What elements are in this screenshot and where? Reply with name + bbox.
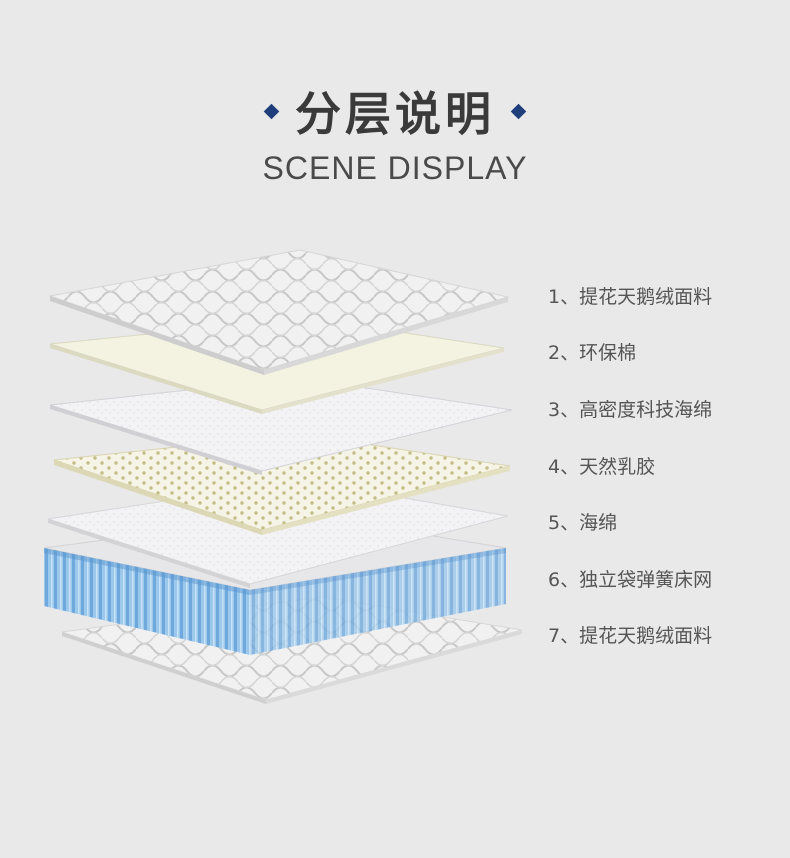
layer-1-top-fabric — [48, 249, 510, 375]
layer-label-4: 4、天然乳胶 — [548, 456, 656, 478]
layer-label-6: 6、独立袋弹簧床网 — [548, 569, 713, 591]
layer-label-5: 5、海绵 — [548, 512, 618, 534]
layer-label-1: 1、提花天鹅绒面料 — [548, 286, 713, 308]
page-subtitle: SCENE DISPLAY — [262, 150, 528, 186]
title-row: 分层说明 — [0, 78, 790, 144]
layer-label-2: 2、环保棉 — [548, 342, 637, 364]
layer-4-latex — [53, 433, 511, 535]
layer-label-3: 3、高密度科技海绵 — [548, 399, 713, 421]
page-title: 分层说明 — [295, 87, 495, 141]
layer-label-7: 7、提花天鹅绒面料 — [548, 625, 713, 647]
